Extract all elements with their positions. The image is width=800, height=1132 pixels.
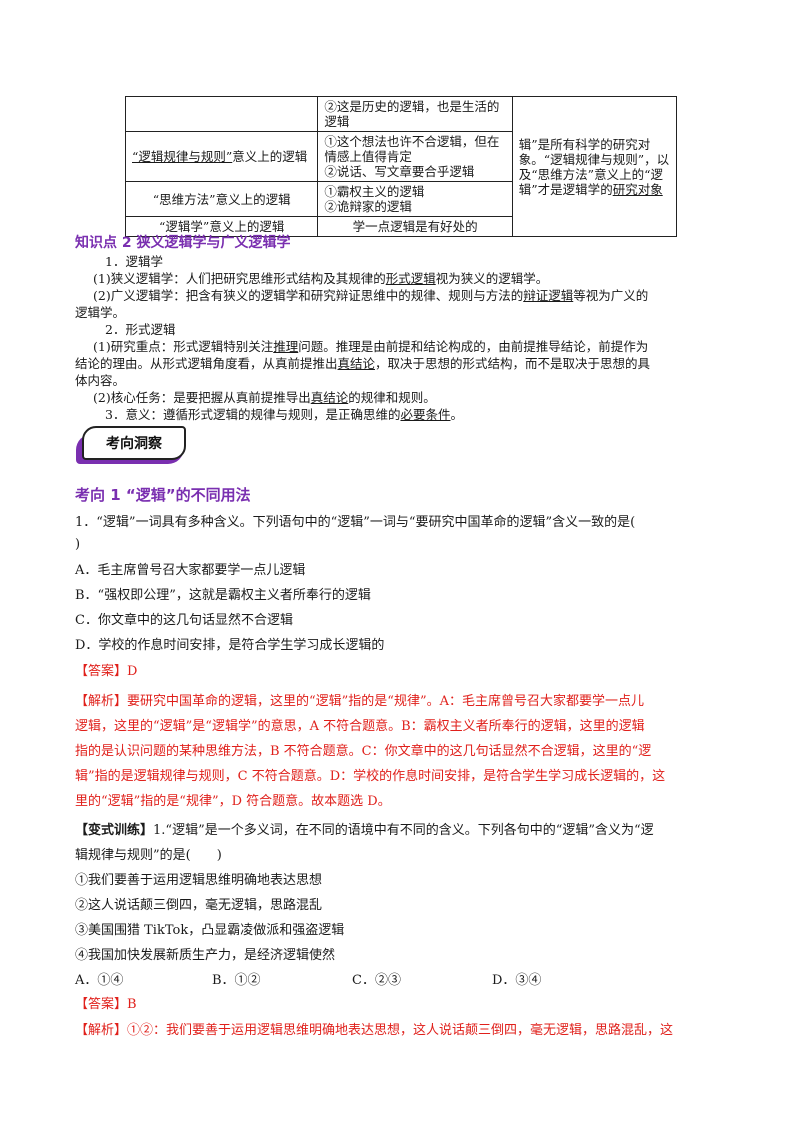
analysis-label: 【解析】 — [75, 694, 128, 709]
table-cell-summary: 辑”是所有科学的研究对象。“逻辑规律与规则”，以及“思维方法”意义上的“逻辑”才… — [511, 96, 678, 237]
analysis-text: 指的是认识问题的某种思维方法，B 不符合题意。C：你文章中的这几句话显然不合逻辑… — [75, 744, 652, 759]
paragraph: (1)狭义逻辑学：人们把研究思维形式结构及其规律的形式逻辑视为狭义的逻辑学。 — [93, 270, 753, 287]
analysis-label: 【解析】 — [75, 1023, 128, 1038]
example-text: ①霸权主义的逻辑 — [324, 184, 425, 199]
logic-meaning-table: ②这是历史的逻辑，也是生活的逻辑 辑”是所有科学的研究对象。“逻辑规律与规则”，… — [124, 96, 678, 237]
underlined-term: 真结论 — [310, 390, 349, 405]
paragraph: (1)研究重点：形式逻辑特别关注推理问题。推理是由前提和结论构成的，由前提推导结… — [93, 338, 753, 355]
table-row: “逻辑学”意义上的逻辑 学一点逻辑是有好处的 — [124, 216, 677, 237]
variant-question: 【变式训练】1.“逻辑”是一个多义词，在不同的语境中有不同的含义。下列各句中的“… — [75, 818, 735, 968]
option-b: B．“强权即公理”，这就是霸权主义者所奉行的逻辑 — [75, 588, 371, 603]
variant-label: 【变式训练】 — [75, 823, 154, 838]
text: 问题。推理是由前提和结论构成的，由前提推导结论，前提作为 — [298, 339, 649, 354]
text: (1)狭义逻辑学：人们把研究思维形式结构及其规律的 — [93, 271, 386, 286]
answer-value: B — [127, 997, 137, 1012]
example-text: ①这个想法也许不合逻辑，但在情感上值得肯定 — [324, 134, 500, 164]
analysis: 【解析】要研究中国革命的逻辑，这里的“逻辑”指的是“规律”。A：毛主席曾号召大家… — [75, 689, 735, 814]
text: (1)研究重点：形式逻辑特别关注 — [93, 339, 274, 354]
topic-title: 考向 1 “逻辑”的不同用法 — [75, 486, 251, 504]
table-cell: “思维方法”意义上的逻辑 — [124, 181, 319, 217]
example-text: ②诡辩家的逻辑 — [324, 199, 412, 214]
text: 。 — [450, 407, 463, 422]
variant-stem: 辑规律与规则”的是( ) — [75, 848, 222, 863]
question-stem-end: ) — [75, 537, 81, 552]
analysis-text: 要研究中国革命的逻辑，这里的“逻辑”指的是“规律”。A：毛主席曾号召大家都要学一… — [127, 694, 644, 709]
heading: 1．逻辑学 — [105, 254, 163, 269]
section-title: 知识点 2 狭义逻辑学与广义逻辑学 — [75, 235, 291, 251]
variant-option-b: B．①② — [212, 973, 261, 988]
statement-3: ③美国围猎 TikTok，凸显霸凌做派和强盗逻辑 — [75, 923, 345, 938]
table-row: “逻辑规律与规则”意义上的逻辑 ①这个想法也许不合逻辑，但在情感上值得肯定 ②说… — [124, 131, 677, 182]
row-label-underlined: “逻辑规律与规则” — [132, 149, 233, 164]
text: (2)广义逻辑学：把含有狭义的逻辑学和研究辩证思维中的规律、规则与方法的 — [93, 288, 524, 303]
paragraph: 3．意义：遵循形式逻辑的规律与规则，是正确思维的必要条件。 — [105, 406, 765, 423]
variant-analysis: 【解析】①②：我们要善于运用逻辑思维明确地表达思想，这人说话颠三倒四，毫无逻辑，… — [75, 1021, 735, 1041]
table-row: ②这是历史的逻辑，也是生活的逻辑 辑”是所有科学的研究对象。“逻辑规律与规则”，… — [124, 96, 678, 237]
text: 等视为广义的 — [573, 288, 649, 303]
answer-value: D — [127, 664, 138, 679]
section-badge: 考向洞察 — [76, 426, 188, 466]
statement-1: ①我们要善于运用逻辑思维明确地表达思想 — [75, 873, 323, 888]
underlined-term: 推理 — [273, 339, 299, 354]
variant-option-d: D．③④ — [492, 973, 542, 988]
answer-label: 【答案】 — [75, 997, 128, 1012]
table-cell: 学一点逻辑是有好处的 — [317, 216, 513, 237]
question-stem: 1．“逻辑”一词具有多种含义。下列语句中的“逻辑”一词与“要研究中国革命的逻辑”… — [75, 515, 636, 530]
row-label-text: “逻辑学”意义上的逻辑 — [159, 219, 285, 234]
underlined-term: 必要条件 — [400, 407, 451, 422]
table-cell: ①这个想法也许不合逻辑，但在情感上值得肯定 ②说话、写文章要合乎逻辑 — [317, 131, 513, 182]
underlined-term: 真结论 — [337, 356, 376, 371]
option-a: A．毛主席曾号召大家都要学一点儿逻辑 — [75, 563, 306, 578]
text: 3．意义：遵循形式逻辑的规律与规则，是正确思维的 — [105, 407, 401, 422]
text: 视为狭义的逻辑学。 — [435, 271, 549, 286]
variant-option-a: A．①④ — [75, 973, 124, 988]
option-c: C．你文章中的这几句话显然不合逻辑 — [75, 613, 293, 628]
underlined-term: 形式逻辑 — [385, 271, 436, 286]
analysis-text: 逻辑，这里的“逻辑”是“逻辑学”的意思，A 不符合题意。B：霸权主义者所奉行的逻… — [75, 719, 645, 734]
text: 的规律和规则。 — [348, 390, 436, 405]
option-d: D．学校的作息时间安排，是符合学生学习成长逻辑的 — [75, 638, 385, 653]
statement-2: ②这人说话颠三倒四，毫无逻辑，思路混乱 — [75, 898, 323, 913]
text: ，取决于思想的形式结构，而不是取决于思想的具 — [375, 356, 651, 371]
summary-text: 辑”是所有科学的研究对象。“逻辑规律与规则”，以及“思维方法”意义上的“逻辑”才… — [518, 136, 670, 197]
answer-label: 【答案】 — [75, 664, 128, 679]
text: (2)核心任务：是要把握从真前提推导出 — [93, 390, 311, 405]
paragraph: (2)广义逻辑学：把含有狭义的逻辑学和研究辩证思维中的规律、规则与方法的辩证逻辑… — [93, 287, 753, 304]
text: 结论的理由。从形式逻辑角度看，从真前提推出 — [75, 356, 338, 371]
paragraph-continued: 结论的理由。从形式逻辑角度看，从真前提推出真结论，取决于思想的形式结构，而不是取… — [75, 355, 735, 372]
row-label-text: 意义上的逻辑 — [232, 149, 308, 164]
variant-answer: 【答案】B — [75, 995, 735, 1015]
variant-stem: 1.“逻辑”是一个多义词，在不同的语境中有不同的含义。下列各句中的“逻辑”含义为… — [153, 823, 654, 838]
row-label-text: “思维方法”意义上的逻辑 — [152, 191, 291, 207]
table-cell: ②这是历史的逻辑，也是生活的逻辑 — [317, 96, 513, 132]
paragraph-continued: 逻辑学。 — [75, 305, 126, 320]
table-cell: “逻辑规律与规则”意义上的逻辑 — [124, 131, 319, 182]
analysis-text: 里的“逻辑”指的是“规律”，D 符合题意。故本题选 D。 — [75, 794, 391, 809]
statement-4: ④我国加快发展新质生产力，是经济逻辑使然 — [75, 948, 336, 963]
analysis-text: ①②：我们要善于运用逻辑思维明确地表达思想，这人说话颠三倒四，毫无逻辑，思路混乱… — [127, 1023, 674, 1038]
summary-underlined: 研究对象 — [612, 181, 663, 197]
example-text: ②说话、写文章要合乎逻辑 — [324, 164, 475, 179]
paragraph-continued: 体内容。 — [75, 373, 126, 388]
answer: 【答案】D — [75, 662, 735, 682]
badge-label: 考向洞察 — [82, 426, 186, 460]
variant-option-c: C．②③ — [352, 973, 401, 988]
table-cell: ①霸权主义的逻辑 ②诡辩家的逻辑 — [317, 181, 513, 217]
analysis-text: 辑”指的是逻辑规律与规则，C 不符合题意。D：学校的作息时间安排，是符合学生学习… — [75, 769, 666, 784]
underlined-term: 辩证逻辑 — [523, 288, 574, 303]
table-cell — [124, 96, 319, 132]
heading: 2．形式逻辑 — [105, 322, 176, 337]
paragraph: (2)核心任务：是要把握从真前提推导出真结论的规律和规则。 — [93, 389, 753, 406]
